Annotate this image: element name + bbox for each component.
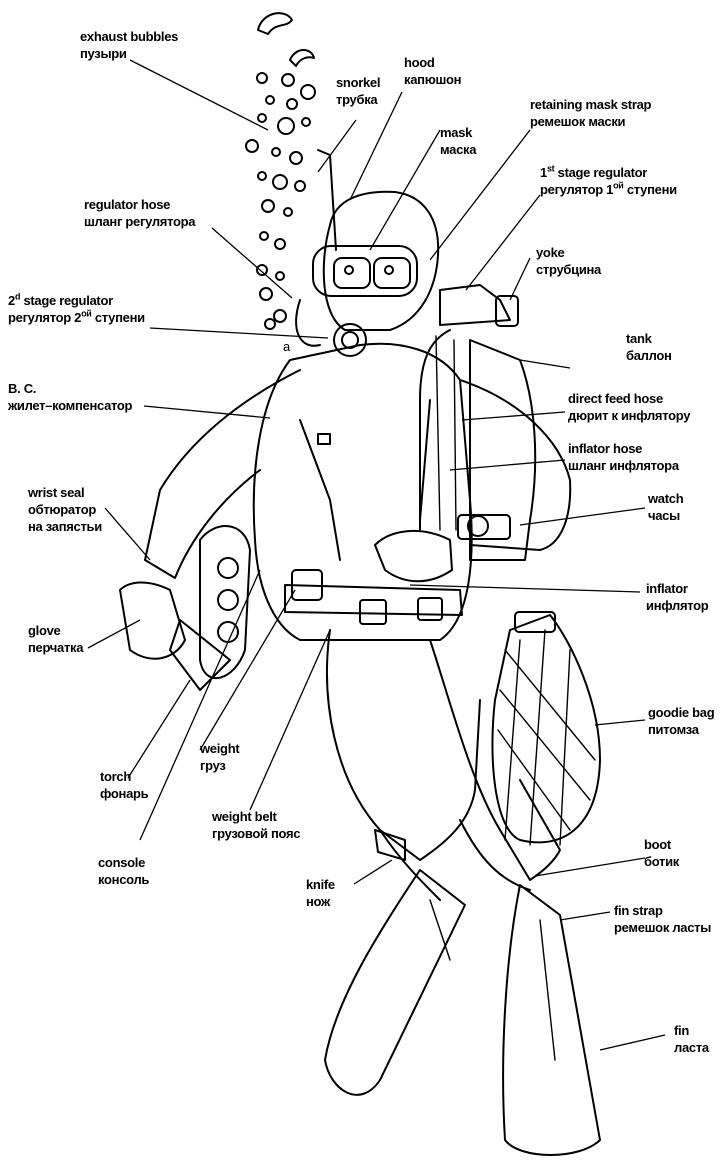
snorkel-ru: трубка [336, 91, 380, 108]
yoke-ru: струбцина [536, 261, 601, 278]
label-exhaust-bubbles: exhaust bubbles пузыри [80, 28, 178, 62]
label-regulator-hose: regulator hose шланг регулятора [84, 196, 195, 230]
label-wrist-seal: wrist seal обтюратор на запястьи [28, 484, 102, 535]
label-inflator: inflator инфлятор [646, 580, 708, 614]
glove-ru: перчатка [28, 639, 83, 656]
torch-ru: фонарь [100, 785, 148, 802]
console-ru: консоль [98, 871, 149, 888]
exhaust-bubbles-en: exhaust bubbles [80, 28, 178, 45]
label-fin-strap: fin strap ремешок ласты [614, 902, 711, 936]
label-torch: torch фонарь [100, 768, 148, 802]
exhaust-bubbles-drawing [246, 13, 315, 329]
label-weight-belt: weight belt грузовой пояс [212, 808, 300, 842]
boot-en: boot [644, 836, 679, 853]
wrist-seal-ru: обтюратор [28, 501, 102, 518]
label-glove: glove перчатка [28, 622, 83, 656]
first-stage-en: stage regulator [554, 165, 647, 180]
label-second-stage-regulator: 2d stage regulator регулятор 2ой ступени [8, 292, 145, 326]
tank-en: tank [626, 330, 672, 347]
label-knife: knife нож [306, 876, 335, 910]
bc-en: B. C. [8, 380, 132, 397]
knife-ru: нож [306, 893, 335, 910]
fin-ru: ласта [674, 1039, 709, 1056]
fin-en: fin [674, 1022, 709, 1039]
left-arm-drawing [120, 370, 300, 690]
second-stage-ru-sup: ой [81, 309, 91, 319]
direct-feed-hose-ru: дюрит к инфлятору [568, 407, 690, 424]
fin-strap-ru: ремешок ласты [614, 919, 711, 936]
inflator-hose-en: inflator hose [568, 440, 679, 457]
label-inflator-hose: inflator hose шланг инфлятора [568, 440, 679, 474]
first-stage-ru-post: ступени [624, 182, 677, 197]
label-snorkel: snorkel трубка [336, 74, 380, 108]
label-first-stage-regulator: 1st stage regulator регулятор 1ой ступен… [540, 164, 677, 198]
weight-belt-ru: грузовой пояс [212, 825, 300, 842]
first-stage-ru-sup: ой [613, 181, 623, 191]
marker-a: a [283, 338, 290, 355]
inflator-ru: инфлятор [646, 597, 708, 614]
label-tank: tank баллон [626, 330, 672, 364]
label-goodie-bag: goodie bag питомза [648, 704, 714, 738]
retaining-mask-strap-ru: ремешок маски [530, 113, 651, 130]
snorkel-en: snorkel [336, 74, 380, 91]
torch-en: torch [100, 768, 148, 785]
bc-ru: жилет–компенсатор [8, 397, 132, 414]
boot-ru: ботик [644, 853, 679, 870]
watch-en: watch [648, 490, 683, 507]
label-hood: hood капюшон [404, 54, 461, 88]
fin-strap-en: fin strap [614, 902, 711, 919]
label-fin: fin ласта [674, 1022, 709, 1056]
watch-ru: часы [648, 507, 683, 524]
second-stage-en: stage regulator [20, 293, 113, 308]
weight-belt-en: weight belt [212, 808, 300, 825]
weight-ru: груз [200, 757, 239, 774]
inflator-en: inflator [646, 580, 708, 597]
right-arm-drawing [375, 380, 570, 581]
label-bc: B. C. жилет–компенсатор [8, 380, 132, 414]
goodie-bag-drawing [492, 612, 600, 845]
direct-feed-hose-en: direct feed hose [568, 390, 690, 407]
label-console: console консоль [98, 854, 149, 888]
tank-ru: баллон [626, 347, 672, 364]
second-stage-num: 2 [8, 293, 15, 308]
weight-en: weight [200, 740, 239, 757]
legs-drawing [327, 630, 560, 900]
knife-en: knife [306, 876, 335, 893]
label-weight: weight груз [200, 740, 239, 774]
regulator-hose-ru: шланг регулятора [84, 213, 195, 230]
second-stage-ru-post: ступени [92, 310, 145, 325]
glove-en: glove [28, 622, 83, 639]
inflator-hose-ru: шланг инфлятора [568, 457, 679, 474]
label-retaining-mask-strap: retaining mask strap ремешок маски [530, 96, 651, 130]
goodie-bag-en: goodie bag [648, 704, 714, 721]
second-stage-ru-pre: регулятор 2 [8, 310, 81, 325]
yoke-en: yoke [536, 244, 601, 261]
hoses-drawing [420, 330, 456, 530]
regulator-hose-en: regulator hose [84, 196, 195, 213]
wrist-seal-en: wrist seal [28, 484, 102, 501]
label-mask: mask маска [440, 124, 476, 158]
first-stage-ru-pre: регулятор 1 [540, 182, 613, 197]
exhaust-bubbles-ru: пузыри [80, 45, 178, 62]
wrist-seal-ru2: на запястьи [28, 518, 102, 535]
retaining-mask-strap-en: retaining mask strap [530, 96, 651, 113]
label-watch: watch часы [648, 490, 683, 524]
hood-ru: капюшон [404, 71, 461, 88]
first-stage-num: 1 [540, 165, 547, 180]
fins-drawing [325, 870, 600, 1155]
label-yoke: yoke струбцина [536, 244, 601, 278]
console-en: console [98, 854, 149, 871]
label-boot: boot ботик [644, 836, 679, 870]
head-drawing [296, 150, 438, 356]
mask-ru: маска [440, 141, 476, 158]
hood-en: hood [404, 54, 461, 71]
label-direct-feed-hose: direct feed hose дюрит к инфлятору [568, 390, 690, 424]
mask-en: mask [440, 124, 476, 141]
goodie-bag-ru: питомза [648, 721, 714, 738]
